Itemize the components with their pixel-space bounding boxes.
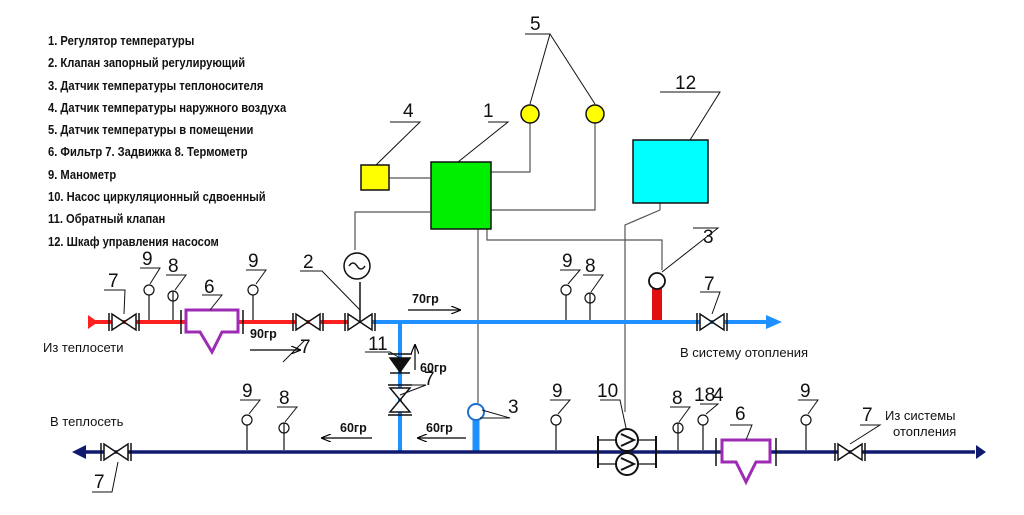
callout-1: 1 xyxy=(483,101,494,122)
gate-valve-7-return-1 xyxy=(100,442,132,462)
manometer-9-d xyxy=(241,414,253,450)
callout-7-return-2: 7 xyxy=(862,405,873,426)
manometer-9-a xyxy=(143,284,155,320)
return-pipe xyxy=(72,445,986,459)
caption-from-heating-1: Из системы xyxy=(885,408,956,423)
pump-10-twin xyxy=(597,428,657,476)
callout-3-return: 3 xyxy=(508,397,519,418)
callout-3-supply: 3 xyxy=(703,227,714,248)
manometer-9-g xyxy=(697,414,709,450)
room-sensor-5-a xyxy=(520,104,540,124)
legend-item: 3. Датчик температуры теплоносителя xyxy=(48,77,264,93)
gate-valve-7-return-2 xyxy=(834,442,866,462)
legend-list: 1. Регулятор температуры 2. Клапан запор… xyxy=(48,30,325,253)
thermometer-8-a xyxy=(167,290,179,320)
filter-6-return xyxy=(715,438,777,486)
callout-8-b: 8 xyxy=(585,256,596,277)
gate-valve-7-bypass xyxy=(388,384,412,416)
thermometers-8 xyxy=(167,290,684,450)
callout-7-bypass: 7 xyxy=(424,369,435,390)
callout-9-e: 9 xyxy=(552,381,563,402)
callout-9-d: 9 xyxy=(242,381,253,402)
legend-item: 6. Фильтр 7. Задвижка 8. Термометр xyxy=(48,144,248,160)
callout-9-c: 9 xyxy=(562,251,573,272)
callout-leaders xyxy=(92,33,882,493)
callout-7-supply-2: 7 xyxy=(300,337,311,358)
gate-valve-7-supply-2 xyxy=(292,312,324,332)
caption-to-heating: В систему отопления xyxy=(680,345,808,360)
filter-6-supply xyxy=(180,308,244,356)
manometer-9-f xyxy=(800,414,812,450)
thermometer-8-d xyxy=(672,422,684,450)
pump-control-cabinet-12 xyxy=(632,139,709,204)
callout-18: 18 xyxy=(694,385,715,406)
callout-8-a: 8 xyxy=(168,256,179,277)
callout-6-return: 6 xyxy=(735,404,746,425)
legend-item: 1. Регулятор температуры xyxy=(48,33,195,48)
callout-5: 5 xyxy=(530,14,541,35)
callout-2: 2 xyxy=(303,252,314,273)
callout-9-f: 9 xyxy=(800,381,811,402)
temp-sensor-3-supply xyxy=(648,272,666,290)
room-sensor-5-b xyxy=(585,104,605,124)
callout-8-c: 8 xyxy=(279,388,290,409)
callout-8-d: 8 xyxy=(672,388,683,409)
temp-sensor-3-return xyxy=(467,403,485,421)
temp-label-70: 70гр xyxy=(412,292,439,306)
manometer-9-b xyxy=(247,284,259,320)
callout-7-supply-1: 7 xyxy=(108,271,119,292)
legend-item: 12. Шкаф управления насосом xyxy=(48,233,219,249)
callout-10: 10 xyxy=(597,381,618,402)
temp-label-90: 90гр xyxy=(250,327,277,341)
temperature-labels: 70гр 90гр 60гр 60гр 60гр xyxy=(250,292,453,435)
caption-from-heating-2: отопления xyxy=(893,424,956,439)
control-wires xyxy=(354,123,663,412)
callout-4-return: 4 xyxy=(713,385,724,406)
legend-item: 4. Датчик температуры наружного воздуха xyxy=(48,99,287,115)
callout-12: 12 xyxy=(675,73,696,94)
callout-7-supply-3: 7 xyxy=(704,274,715,295)
callout-9-a: 9 xyxy=(142,249,153,270)
legend-item: 2. Клапан запорный регулирующий xyxy=(48,55,246,71)
callout-4: 4 xyxy=(403,101,414,122)
flow-arrows xyxy=(250,310,466,438)
manometer-9-e xyxy=(550,414,562,450)
caption-to-network: В теплосеть xyxy=(50,414,124,429)
callout-7-return-1: 7 xyxy=(94,472,105,493)
temp-label-60-return-b: 60гр xyxy=(426,421,453,435)
legend-item: 5. Датчик температуры в помещении xyxy=(48,122,254,138)
temp-label-60-bypass: 60гр xyxy=(420,361,447,375)
callout-11: 11 xyxy=(368,334,388,355)
temp-label-60-return-a: 60гр xyxy=(340,421,367,435)
control-valve-2 xyxy=(343,252,376,332)
legend-item: 10. Насос циркуляционный сдвоенный xyxy=(48,189,266,205)
thermometer-8-b xyxy=(584,292,596,320)
caption-from-network: Из теплосети xyxy=(43,340,123,355)
gate-valve-7-supply-3 xyxy=(696,312,728,332)
callout-numbers: 1 2 3 3 4 5 6 6 7 7 7 7 7 7 8 8 8 8 9 9 … xyxy=(94,14,873,493)
callout-9-b: 9 xyxy=(248,251,259,272)
legend-item: 9. Манометр xyxy=(48,166,117,182)
thermometer-8-c xyxy=(278,422,290,450)
gate-valve-7-supply-1 xyxy=(108,312,140,332)
manometer-9-c xyxy=(560,284,572,320)
outdoor-sensor-4 xyxy=(360,164,390,191)
legend-item: 11. Обратный клапан xyxy=(48,211,166,227)
temperature-controller-1 xyxy=(430,161,492,230)
callout-6-supply: 6 xyxy=(204,277,215,298)
pipe-captions: Из теплосети В систему отопления В тепло… xyxy=(43,340,956,439)
manometers-9 xyxy=(143,284,812,450)
